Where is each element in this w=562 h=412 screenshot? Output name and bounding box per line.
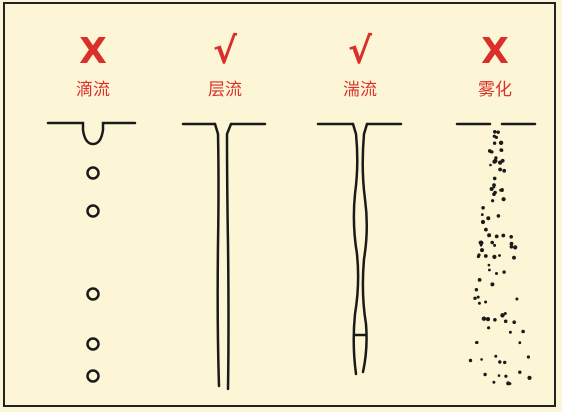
spray-droplet — [484, 254, 488, 258]
spray-droplet — [509, 235, 513, 239]
spray-droplet — [499, 141, 503, 145]
spray-droplet — [473, 297, 476, 300]
spray-droplet — [494, 156, 497, 159]
atomized-flow-illustration — [457, 124, 535, 385]
spray-droplet — [469, 359, 472, 362]
droplet — [88, 168, 99, 179]
spray-droplet — [478, 302, 481, 305]
spray-droplet — [484, 228, 488, 232]
spray-droplet — [475, 341, 478, 344]
laminar-stream-right — [227, 124, 231, 389]
spray-droplet — [510, 242, 514, 246]
spray-droplet — [494, 355, 497, 358]
spray-droplet — [475, 288, 478, 291]
spray-droplet — [493, 130, 497, 134]
spray-droplet — [512, 320, 516, 324]
spray-droplet — [477, 296, 480, 299]
spray-droplet — [493, 186, 496, 189]
spray-droplet — [491, 199, 494, 202]
spray-droplet — [483, 373, 486, 376]
spray-droplet — [482, 317, 486, 321]
spray-droplet — [492, 255, 496, 259]
spray-droplet — [491, 151, 494, 154]
spray-droplet — [498, 374, 501, 377]
nozzle-outlet-drip — [48, 123, 135, 144]
spray-droplet — [493, 177, 497, 181]
spray-droplet — [500, 313, 504, 317]
spray-droplet — [489, 164, 492, 167]
spray-droplet — [484, 301, 487, 304]
atomized-spray-droplets — [469, 130, 532, 385]
spray-droplet — [487, 233, 491, 237]
spray-droplet — [493, 318, 497, 322]
spray-droplet — [492, 192, 496, 196]
spray-droplet — [495, 136, 498, 139]
turbulent-stream-left — [353, 124, 358, 374]
spray-droplet — [478, 278, 482, 282]
spray-droplet — [477, 253, 480, 256]
spray-droplet — [490, 282, 494, 286]
spray-droplet — [515, 298, 518, 301]
spray-droplet — [518, 341, 521, 344]
spray-droplet — [503, 361, 506, 364]
spray-droplet — [502, 169, 506, 173]
spray-droplet — [498, 161, 502, 165]
spray-droplet — [480, 248, 484, 252]
spray-droplet — [481, 206, 485, 210]
laminar-flow-illustration — [183, 124, 265, 389]
spray-droplet — [509, 331, 512, 334]
diagram-frame: X 滴流 √ 层流 √ 湍流 X 雾化 — [3, 2, 556, 407]
spray-droplet — [495, 235, 499, 239]
spray-droplet — [495, 272, 498, 275]
spray-droplet — [501, 188, 504, 191]
drip-flow-illustration — [48, 123, 135, 382]
spray-droplet — [498, 254, 501, 257]
spray-droplet — [492, 381, 495, 384]
spray-droplet — [479, 241, 483, 245]
spray-droplet — [502, 270, 505, 273]
spray-droplet — [487, 326, 490, 329]
spray-droplet — [480, 358, 483, 361]
spray-droplet — [527, 355, 530, 358]
spray-droplet — [513, 245, 517, 249]
spray-droplet — [502, 197, 506, 201]
spray-droplet — [493, 142, 496, 145]
spray-droplet — [518, 371, 521, 374]
spray-droplet — [481, 213, 484, 216]
droplet — [88, 339, 99, 350]
spray-droplet — [497, 131, 500, 134]
spray-droplet — [488, 264, 491, 267]
spray-droplet — [497, 214, 501, 218]
spray-droplet — [509, 382, 512, 385]
flow-diagram — [5, 4, 554, 405]
turbulent-flow-illustration — [318, 124, 401, 374]
spray-droplet — [486, 317, 490, 321]
spray-droplet — [492, 160, 496, 164]
spray-droplet — [498, 168, 502, 172]
spray-droplet — [512, 256, 516, 260]
spray-droplet — [504, 320, 508, 324]
spray-droplet — [521, 330, 525, 334]
spray-droplet — [493, 244, 496, 247]
spray-droplet — [486, 216, 490, 220]
droplet — [88, 289, 99, 300]
laminar-stream-left — [215, 124, 219, 386]
spray-droplet — [501, 234, 505, 238]
spray-droplet — [527, 376, 531, 380]
spray-droplet — [490, 241, 494, 245]
droplet — [88, 371, 99, 382]
spray-droplet — [504, 375, 507, 378]
droplet — [88, 206, 99, 217]
spray-droplet — [488, 269, 491, 272]
spray-droplet — [498, 360, 501, 363]
spray-droplet — [500, 149, 503, 152]
spray-droplet — [481, 220, 485, 224]
